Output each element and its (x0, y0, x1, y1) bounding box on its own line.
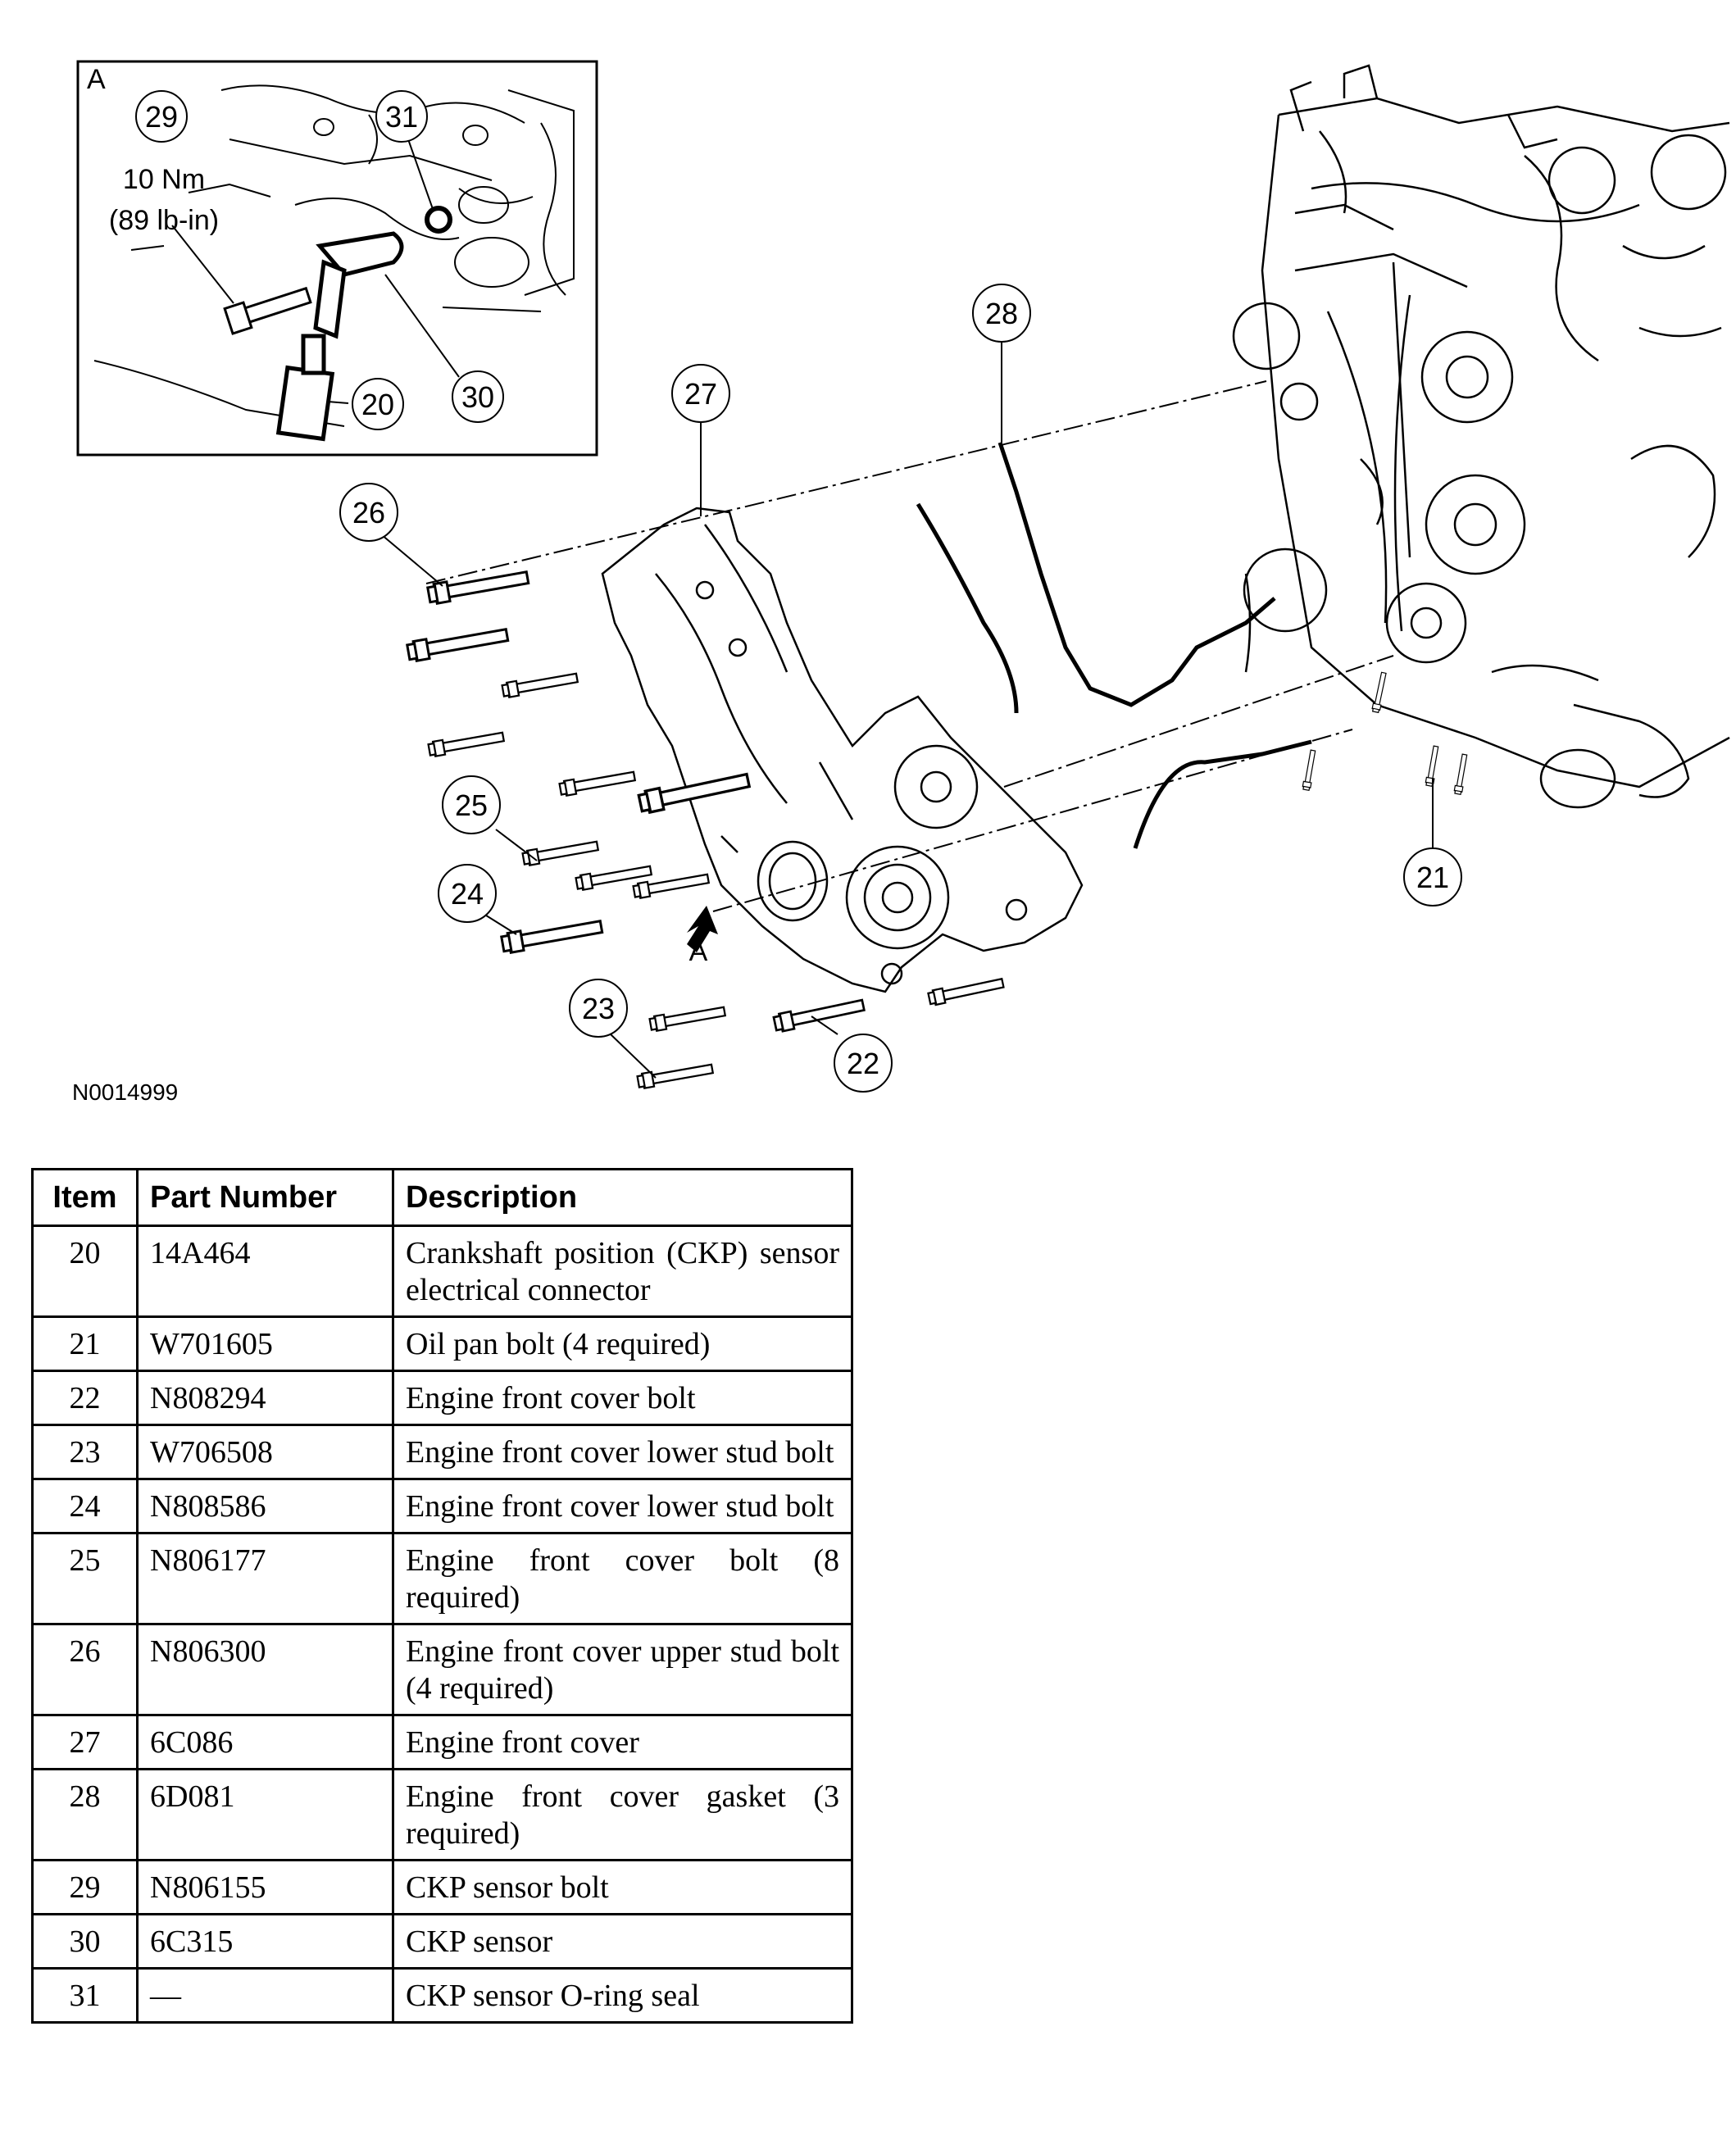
callout-22: 22 (834, 1034, 893, 1093)
torque-value: 10 Nm (123, 164, 205, 195)
view-a-arrow: A (687, 906, 718, 967)
cell-part-number: 14A464 (136, 1225, 394, 1318)
callout-21: 21 (1403, 847, 1462, 906)
table-row: 20 14A464 Crankshaft position (CKP) sens… (31, 1225, 853, 1318)
cell-item: 24 (31, 1478, 139, 1534)
alignment-lines (425, 380, 1394, 912)
cell-item: 20 (31, 1225, 139, 1318)
table-header-row: Item Part Number Description (31, 1168, 853, 1227)
cell-description: CKP sensor O-ring seal (392, 1967, 853, 2024)
cell-description: Engine front cover lower stud bolt (392, 1478, 853, 1534)
table-row: 26 N806300 Engine front cover upper stud… (31, 1623, 853, 1716)
svg-text:22: 22 (847, 1047, 879, 1080)
cell-description: Engine front cover (392, 1714, 853, 1770)
svg-text:28: 28 (985, 297, 1018, 330)
cell-description: Oil pan bolt (4 required) (392, 1315, 853, 1372)
svg-text:24: 24 (451, 877, 484, 911)
cell-item: 22 (31, 1370, 139, 1426)
cell-description: Engine front cover bolt (392, 1370, 853, 1426)
table-row: 30 6C315 CKP sensor (31, 1913, 853, 1970)
cell-item: 31 (31, 1967, 139, 2024)
cell-item: 26 (31, 1623, 139, 1716)
cell-description: CKP sensor bolt (392, 1859, 853, 1915)
cell-part-number: 6D081 (136, 1768, 394, 1861)
table-row: 23 W706508 Engine front cover lower stud… (31, 1424, 853, 1480)
cell-part-number: N806155 (136, 1859, 394, 1915)
cell-part-number: N808586 (136, 1478, 394, 1534)
callout-23: 23 (569, 979, 628, 1038)
table-row: 27 6C086 Engine front cover (31, 1714, 853, 1770)
table-row: 25 N806177 Engine front cover bolt (8 re… (31, 1532, 853, 1625)
svg-text:25: 25 (455, 788, 488, 822)
table-row: 28 6D081 Engine front cover gasket (3 re… (31, 1768, 853, 1861)
cell-part-number: — (136, 1967, 394, 2024)
callout-24: 24 (438, 864, 497, 923)
table-row: 24 N808586 Engine front cover lower stud… (31, 1478, 853, 1534)
cell-part-number: W706508 (136, 1424, 394, 1480)
svg-text:26: 26 (352, 496, 385, 529)
callout-30: 30 (452, 370, 504, 423)
callout-leaders (380, 339, 1434, 1079)
svg-text:21: 21 (1416, 861, 1449, 894)
cell-item: 29 (31, 1859, 139, 1915)
svg-text:31: 31 (385, 100, 418, 134)
cell-description: Engine front cover upper stud bolt (4 re… (392, 1623, 853, 1716)
figure-id: N0014999 (72, 1079, 178, 1105)
cell-part-number: 6C086 (136, 1714, 394, 1770)
ckp-bolt-drawing (223, 286, 312, 335)
svg-text:23: 23 (582, 992, 615, 1025)
front-cover-drawing (601, 507, 1084, 993)
svg-text:27: 27 (684, 377, 717, 411)
cell-description: Engine front cover lower stud bolt (392, 1424, 853, 1480)
table-row: 22 N808294 Engine front cover bolt (31, 1370, 853, 1426)
cell-part-number: N808294 (136, 1370, 394, 1426)
table-row: 29 N806155 CKP sensor bolt (31, 1859, 853, 1915)
cell-item: 30 (31, 1913, 139, 1970)
cell-item: 27 (31, 1714, 139, 1770)
svg-text:30: 30 (461, 380, 494, 414)
callout-25: 25 (442, 775, 501, 834)
parts-table: Item Part Number Description 20 14A464 C… (31, 1168, 853, 2024)
cell-item: 23 (31, 1424, 139, 1480)
cell-item: 21 (31, 1315, 139, 1372)
callout-28: 28 (972, 284, 1031, 343)
cell-item: 28 (31, 1768, 139, 1861)
callout-27: 27 (671, 364, 730, 423)
header-item: Item (31, 1168, 139, 1227)
callout-26: 26 (339, 483, 398, 542)
detail-inset-a: A (76, 60, 598, 457)
exploded-view-diagram: A (72, 60, 1730, 1105)
table-row: 21 W701605 Oil pan bolt (4 required) (31, 1315, 853, 1372)
cell-description: Crankshaft position (CKP) sensor electri… (392, 1225, 853, 1318)
cell-description: Engine front cover gasket (3 required) (392, 1768, 853, 1861)
cell-description: Engine front cover bolt (8 required) (392, 1532, 853, 1625)
table-row: 31 — CKP sensor O-ring seal (31, 1967, 853, 2024)
ckp-sensor-drawing (275, 231, 404, 442)
svg-text:20: 20 (361, 388, 394, 421)
cell-part-number: N806177 (136, 1532, 394, 1625)
o-ring-drawing (425, 206, 452, 234)
cell-part-number: 6C315 (136, 1913, 394, 1970)
callout-20: 20 (352, 378, 404, 430)
header-part-number: Part Number (136, 1168, 394, 1227)
callout-31: 31 (375, 90, 428, 143)
inset-label: A (87, 64, 106, 95)
cell-part-number: W701605 (136, 1315, 394, 1372)
svg-text:29: 29 (145, 100, 178, 134)
cell-part-number: N806300 (136, 1623, 394, 1716)
cell-description: CKP sensor (392, 1913, 853, 1970)
torque-value-imperial: (89 lb-in) (109, 205, 219, 236)
callout-29: 29 (135, 90, 188, 143)
view-arrow-label: A (689, 936, 708, 967)
front-cover-gasket-drawing (916, 442, 1312, 849)
cell-item: 25 (31, 1532, 139, 1625)
header-description: Description (392, 1168, 853, 1227)
engine-assembly-drawing (1232, 64, 1730, 809)
